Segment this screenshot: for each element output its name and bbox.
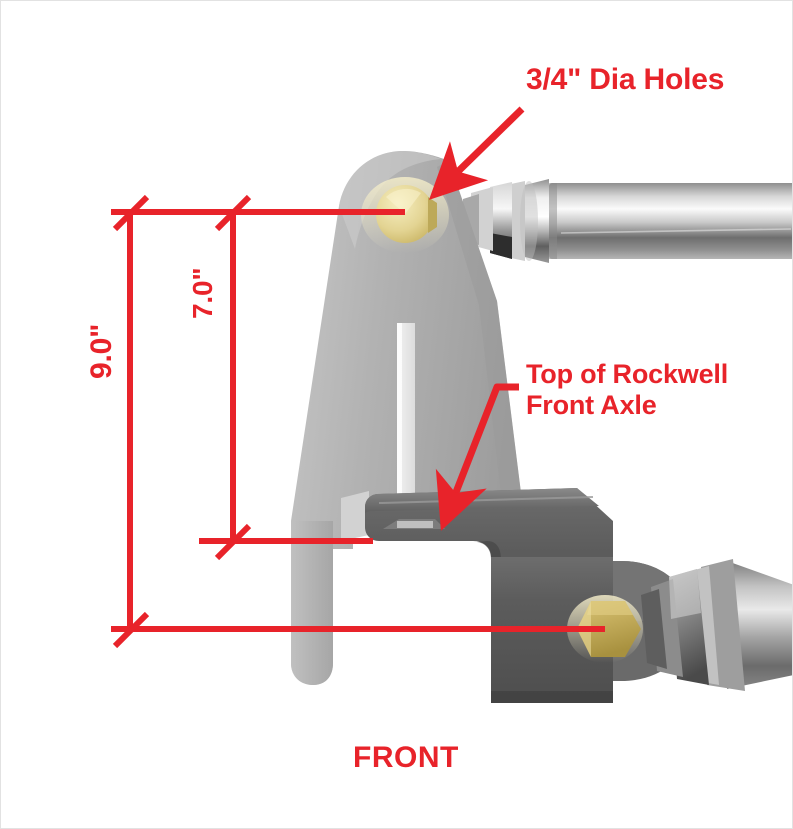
upper-control-arm xyxy=(549,183,792,259)
lower-rod-end-joint xyxy=(641,569,709,685)
lower-bolt-head xyxy=(567,595,643,663)
dimension-7in xyxy=(199,194,405,561)
callout-label-axle: Top of Rockwell Front Axle xyxy=(526,359,729,421)
dimension-label-9in: 9.0" xyxy=(85,323,118,379)
bracket-chamfer-wedge xyxy=(341,491,369,541)
dim-tick-top xyxy=(112,194,150,232)
dim-tick-bottom xyxy=(112,611,150,649)
dimension-label-7in: 7.0" xyxy=(187,267,218,319)
dimension-9in xyxy=(111,194,605,649)
callout-arrow-axle xyxy=(435,383,519,531)
callout-arrow-holes xyxy=(428,106,525,200)
dim-tick-top xyxy=(214,194,252,232)
bracket-vertical-rib xyxy=(397,323,415,501)
view-label-front: FRONT xyxy=(353,741,459,774)
callout-label-holes: 3/4" Dia Holes xyxy=(526,63,725,96)
dim-tick-bottom xyxy=(214,523,252,561)
